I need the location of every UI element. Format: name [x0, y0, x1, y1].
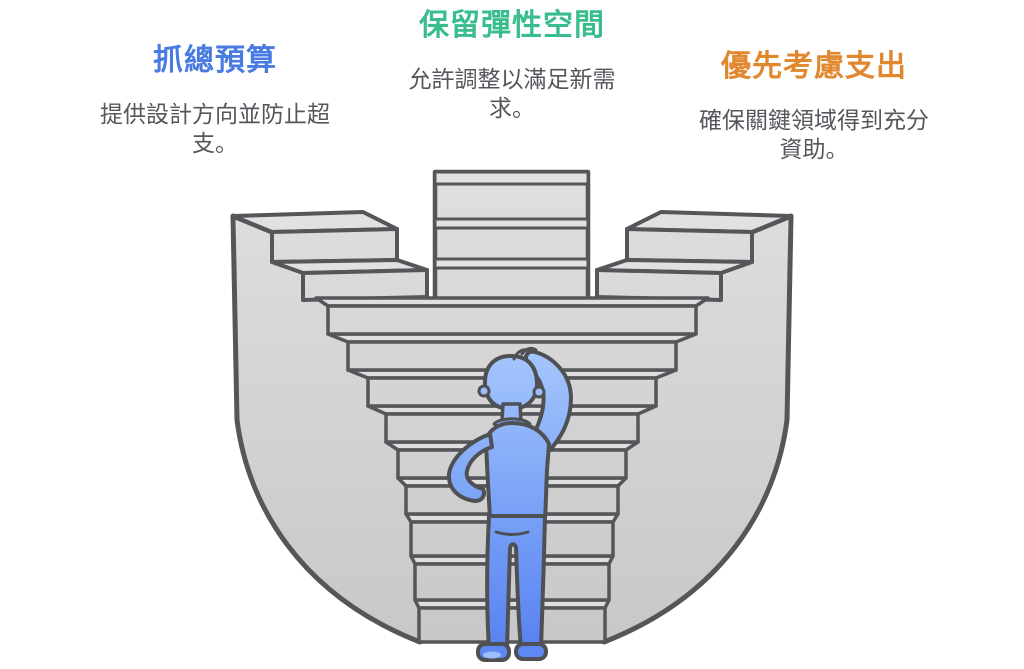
stair-step	[413, 562, 611, 602]
stair-step	[417, 606, 607, 644]
column-flexibility-title: 保留彈性空間	[419, 9, 605, 42]
person-head	[482, 354, 539, 411]
right-step-tower	[595, 210, 793, 302]
right-tower-face-1	[625, 227, 754, 264]
stair-step	[326, 304, 698, 336]
right-tower-face-2	[595, 268, 723, 302]
left-step-tower	[231, 210, 429, 302]
left-tower-face-1	[270, 227, 399, 264]
column-budget-title: 抓總預算	[153, 44, 277, 77]
staircase-steps	[314, 296, 710, 644]
person-left-ear	[477, 384, 491, 398]
column-flexibility-body: 允許調整以滿足新需求。	[408, 66, 616, 121]
funnel-left-wall-edge	[230, 213, 423, 645]
person-hand-fingers	[512, 346, 538, 361]
funnel-right-wall-edge	[601, 213, 794, 645]
column-flexibility: 保留彈性空間 允許調整以滿足新需求。	[404, 11, 620, 123]
person-hip-seam	[494, 530, 530, 536]
column-budget-body: 提供設計方向並防止超支。	[100, 101, 330, 156]
person-legs	[485, 514, 547, 651]
person-akimbo-arm	[446, 432, 494, 503]
center-tower	[432, 169, 591, 308]
column-priority-body: 確保關鍵領域得到充分資助。	[699, 107, 929, 162]
left-tower-face-2	[301, 268, 429, 302]
column-priority: 優先考慮支出 確保關鍵領域得到充分資助。	[694, 52, 934, 164]
person-right-foot	[514, 642, 548, 661]
person-left-sole	[483, 651, 501, 659]
person-right-ear	[532, 385, 546, 399]
column-priority-title: 優先考慮支出	[721, 50, 907, 83]
person-figure	[446, 346, 573, 662]
column-budget: 抓總預算 提供設計方向並防止超支。	[95, 46, 335, 158]
person-torso	[484, 421, 551, 520]
